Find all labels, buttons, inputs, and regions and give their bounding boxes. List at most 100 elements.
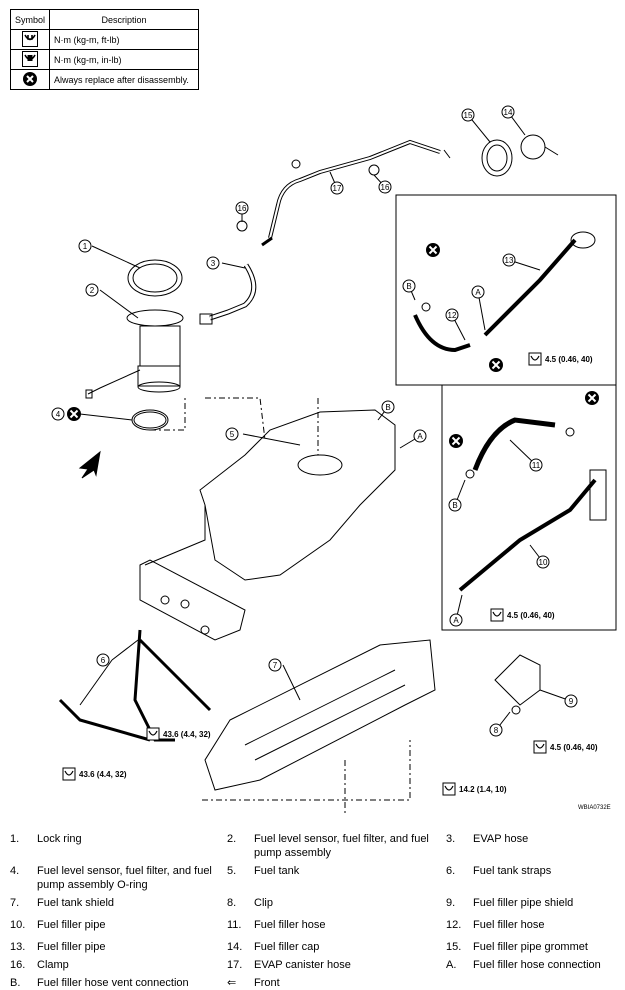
part-callout: 13 <box>502 253 516 267</box>
part-label: Fuel level sensor, fuel filter, and fuel… <box>254 833 429 859</box>
part-label: Fuel filler hose vent connection <box>37 977 189 989</box>
part-label: Fuel tank straps <box>473 865 552 877</box>
part-label: Fuel filler pipe <box>37 919 106 931</box>
part-label: Fuel level sensor, fuel filter, and fuel… <box>37 865 212 891</box>
part-label: Fuel filler pipe <box>37 941 106 953</box>
part-callout: 1 <box>78 239 92 253</box>
part-callout: B <box>402 279 416 293</box>
part-number: ⇐ <box>227 977 237 989</box>
part-callout: A <box>449 613 463 627</box>
legend-row: Always replace after disassembly. <box>9 69 200 90</box>
part-number: 13. <box>10 941 26 953</box>
part-callout: 9 <box>564 694 578 708</box>
part-callout: 16 <box>378 180 392 194</box>
svg-text:B: B <box>385 403 390 412</box>
svg-text:13: 13 <box>505 256 514 265</box>
part-label: Lock ring <box>37 833 82 845</box>
part-label: Fuel filler hose <box>473 919 545 931</box>
svg-text:16: 16 <box>238 204 247 213</box>
part-number: 17. <box>227 959 243 971</box>
always-replace-icon <box>449 434 463 448</box>
torque-spec-label: 4.5 (0.46, 40) <box>490 608 555 622</box>
svg-text:43.6 (4.4, 32): 43.6 (4.4, 32) <box>163 730 211 739</box>
part-callout: 5 <box>225 427 239 441</box>
part-number: 2. <box>227 833 237 845</box>
part-number: 14. <box>227 941 243 953</box>
part-callout: B <box>381 400 395 414</box>
part-label: Fuel tank shield <box>37 897 115 909</box>
always-replace-icon <box>426 243 440 257</box>
figure-code: WBIA0732E <box>578 805 611 811</box>
svg-text:17: 17 <box>333 184 342 193</box>
svg-text:8: 8 <box>494 726 499 735</box>
legend-header-row: Symbol Description <box>9 9 200 30</box>
svg-text:15: 15 <box>464 111 473 120</box>
part-number: 15. <box>446 941 462 953</box>
svg-text:12: 12 <box>448 311 457 320</box>
part-callout: A <box>471 285 485 299</box>
part-number: 11. <box>227 919 242 931</box>
part-callout: 7 <box>268 658 282 672</box>
torque-spec-label: 43.6 (4.4, 32) <box>146 727 211 741</box>
always-replace-icon <box>67 407 81 421</box>
part-callout: 11 <box>529 458 543 472</box>
always-replace-icon <box>9 69 51 90</box>
part-number: 16. <box>10 959 26 971</box>
part-callout: 3 <box>206 256 220 270</box>
part-callout: 2 <box>85 283 99 297</box>
part-callout: 15 <box>461 108 475 122</box>
part-label: EVAP hose <box>473 833 529 845</box>
svg-text:B: B <box>452 501 457 510</box>
part-label: Fuel tank <box>254 865 300 877</box>
svg-text:9: 9 <box>569 697 574 706</box>
svg-text:4: 4 <box>56 410 61 419</box>
part-number: 4. <box>10 865 20 877</box>
part-number: B. <box>10 977 21 989</box>
torque-spec-label: 14.2 (1.4, 10) <box>442 782 507 796</box>
part-number: 12. <box>446 919 462 931</box>
svg-text:4.5 (0.46, 40): 4.5 (0.46, 40) <box>507 611 555 620</box>
part-label: Clip <box>254 897 273 909</box>
part-callout: 10 <box>536 555 550 569</box>
svg-text:A: A <box>453 616 459 625</box>
part-label: Fuel filler pipe grommet <box>473 941 588 953</box>
svg-text:14.2 (1.4, 10): 14.2 (1.4, 10) <box>459 785 507 794</box>
legend-description: Always replace after disassembly. <box>49 69 200 90</box>
part-label: Clamp <box>37 959 69 971</box>
part-number: 8. <box>227 897 237 909</box>
part-number: 9. <box>446 897 456 909</box>
svg-text:A: A <box>475 288 481 297</box>
part-callout: 14 <box>501 105 515 119</box>
svg-text:1: 1 <box>83 242 88 251</box>
symbol-legend-table: Symbol Description N·m (kg-m, ft-lb) N·m… <box>9 9 200 90</box>
torque-spec-label: 4.5 (0.46, 40) <box>533 740 598 754</box>
part-callout: 17 <box>330 181 344 195</box>
torque-wrench-icon <box>9 29 51 50</box>
part-label: Fuel filler cap <box>254 941 320 953</box>
svg-text:A: A <box>417 432 423 441</box>
torque-spec-label: 4.5 (0.46, 40) <box>528 352 593 366</box>
part-number: 5. <box>227 865 237 877</box>
svg-text:14: 14 <box>504 108 513 117</box>
svg-text:43.6 (4.4, 32): 43.6 (4.4, 32) <box>79 770 127 779</box>
part-label: Front <box>254 977 280 989</box>
svg-text:7: 7 <box>273 661 278 670</box>
part-callout: B <box>448 498 462 512</box>
svg-text:3: 3 <box>211 259 216 268</box>
part-callout: A <box>413 429 427 443</box>
part-callout: 4 <box>51 407 65 421</box>
svg-text:2: 2 <box>90 286 95 295</box>
svg-text:B: B <box>406 282 411 291</box>
svg-text:6: 6 <box>101 656 106 665</box>
torque-spec-label: 43.6 (4.4, 32) <box>62 767 127 781</box>
svg-text:4.5 (0.46, 40): 4.5 (0.46, 40) <box>550 743 598 752</box>
always-replace-icon <box>585 391 599 405</box>
part-number: A. <box>446 959 457 971</box>
part-number: 3. <box>446 833 456 845</box>
part-label: Fuel filler hose <box>254 919 326 931</box>
part-callout: 8 <box>489 723 503 737</box>
part-number: 6. <box>446 865 456 877</box>
svg-text:10: 10 <box>539 558 548 567</box>
part-callout: 16 <box>235 201 249 215</box>
